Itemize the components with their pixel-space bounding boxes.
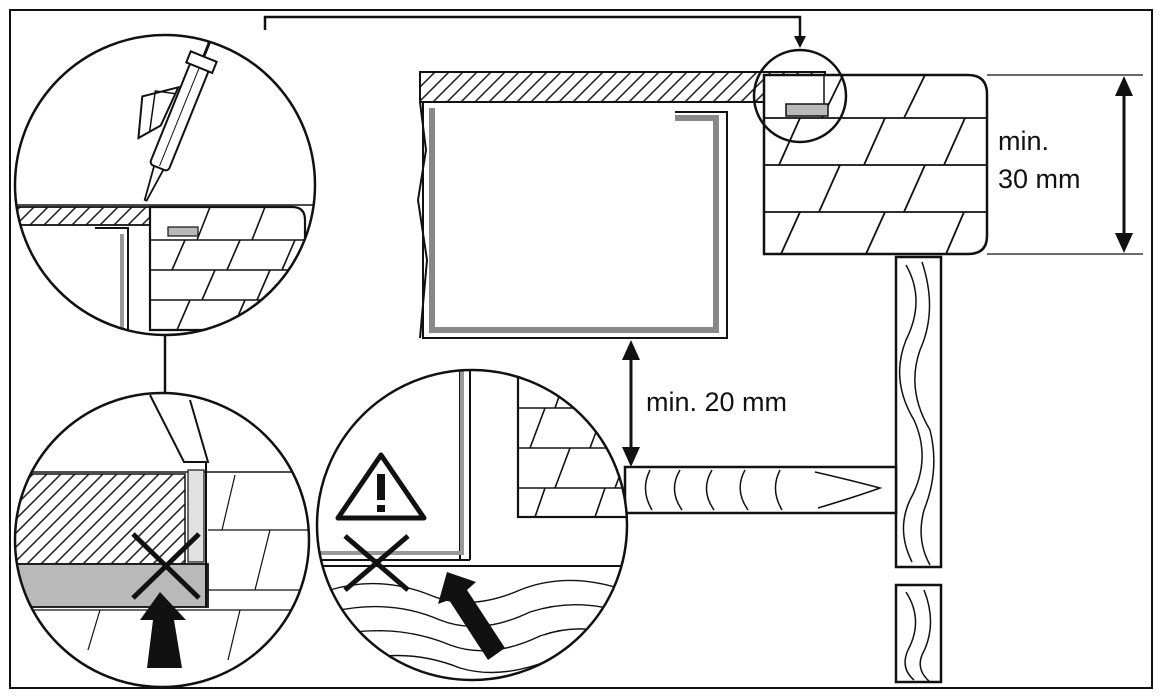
detail-circle [752,48,848,144]
arrow-icon [140,592,186,668]
side-panel-lower [894,583,943,684]
min-gap-label: min. 20 mm [646,387,787,417]
detail-circle-top-left [13,33,317,337]
detail-circle-bottom-middle [315,368,629,682]
detail-connector-line [263,15,802,45]
arrow-icon [438,572,505,660]
cross-mark-icon [131,532,201,600]
wrong-seal-detail [15,394,309,661]
cross-mark-icon [343,534,410,592]
appliance-body [422,102,728,339]
break-line [416,101,429,339]
detail-circle-bottom-left [13,391,311,689]
caulking-gun-icon [137,35,218,202]
min-height-label-line-2: 30 mm [998,164,1081,194]
warning-triangle-icon [335,452,427,521]
main-section [416,48,1143,684]
appliance-inner-shell [429,108,719,333]
shelf [623,465,898,515]
detail-connector-arrowhead [794,36,806,48]
min-height-label-line-1: min. [998,126,1049,156]
seal-strip [785,103,829,117]
side-panel [894,255,943,569]
